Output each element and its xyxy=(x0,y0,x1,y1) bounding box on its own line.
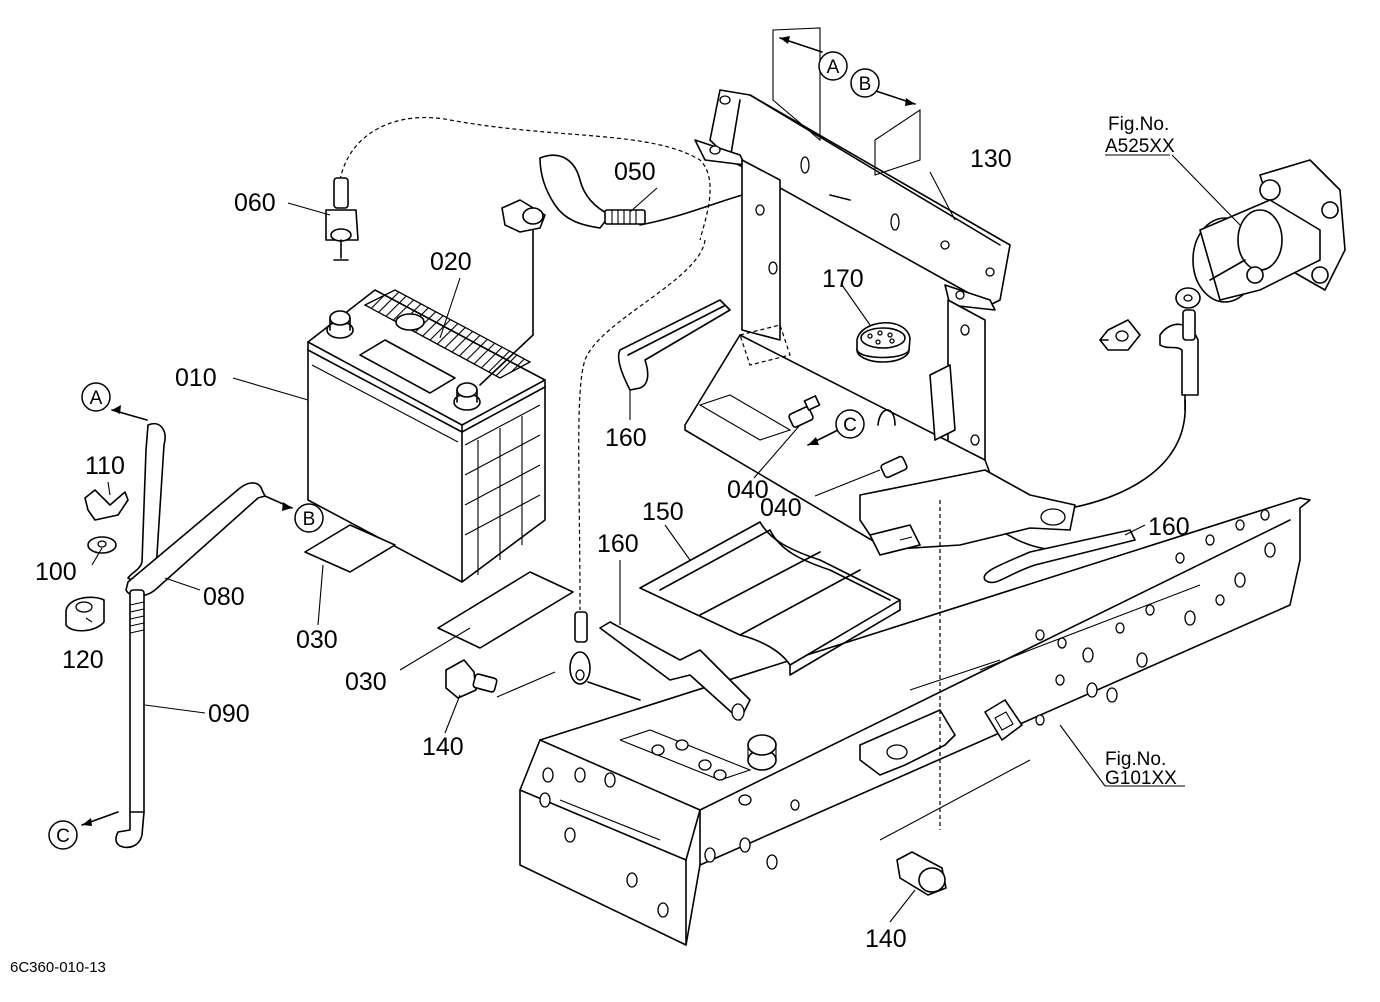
battery xyxy=(307,289,546,583)
bolt-040-lower xyxy=(880,455,908,479)
ref-circle-a-top: A xyxy=(818,51,848,81)
part-labels: 060 010 020 030 030 050 130 170 160 040 … xyxy=(35,145,1190,953)
reference-arrows xyxy=(81,27,921,826)
grommet-strips xyxy=(599,299,1136,721)
label-140-lower: 140 xyxy=(865,925,907,953)
chassis-frame xyxy=(519,497,1311,946)
svg-text:B: B xyxy=(303,509,316,530)
label-110: 110 xyxy=(85,452,125,480)
frame-holes xyxy=(539,509,1276,918)
drawing-number: 6C360-010-13 xyxy=(10,959,106,976)
svg-text:Fig.No.: Fig.No. xyxy=(1108,114,1169,135)
label-120: 120 xyxy=(62,646,104,674)
label-100: 100 xyxy=(35,558,77,586)
label-160-upper: 160 xyxy=(605,424,647,452)
svg-text:G101XX: G101XX xyxy=(1105,768,1177,789)
ref-circle-c-mid: C xyxy=(835,409,865,439)
ref-circle-a-left: A xyxy=(81,382,111,412)
label-160-middle: 160 xyxy=(597,530,639,558)
label-170: 170 xyxy=(822,265,864,293)
label-080: 080 xyxy=(203,583,245,611)
battery-pad-upper xyxy=(304,524,396,573)
label-140-upper: 140 xyxy=(422,733,464,761)
svg-text:A525XX: A525XX xyxy=(1105,136,1175,157)
label-010: 010 xyxy=(175,364,217,392)
ref-circle-b-top: B xyxy=(850,68,880,98)
leader-lines xyxy=(85,154,1241,923)
label-050: 050 xyxy=(614,158,656,186)
battery-cables xyxy=(325,116,1186,701)
svg-text:B: B xyxy=(859,74,872,95)
fig-ref-a525xx: Fig.No. A525XX xyxy=(1105,114,1175,157)
label-130: 130 xyxy=(970,145,1012,173)
ref-circle-b-left: B xyxy=(294,503,324,533)
svg-text:Fig.No.: Fig.No. xyxy=(1105,749,1166,770)
ref-circle-c-left: C xyxy=(48,820,78,850)
svg-text:A: A xyxy=(827,57,840,78)
label-040-upper: 040 xyxy=(727,476,769,504)
bolt-040-upper xyxy=(788,395,821,428)
svg-text:C: C xyxy=(843,415,857,436)
label-060: 060 xyxy=(234,189,276,217)
fig-ref-g101xx: Fig.No. G101XX xyxy=(1105,749,1177,789)
hold-down-rods xyxy=(65,423,266,849)
label-030-lower: 030 xyxy=(345,668,387,696)
label-090: 090 xyxy=(208,700,250,728)
rubber-cap xyxy=(856,322,911,363)
bolt-140-lower xyxy=(896,851,947,896)
battery-bracket xyxy=(684,89,1076,830)
svg-text:C: C xyxy=(56,826,70,847)
svg-text:A: A xyxy=(90,388,103,409)
starter-terminal-parts xyxy=(1099,287,1201,411)
battery-pad-lower xyxy=(437,571,574,649)
label-030-upper: 030 xyxy=(296,626,338,654)
label-150: 150 xyxy=(642,498,684,526)
starter-motor xyxy=(1192,159,1346,303)
label-040-lower: 040 xyxy=(760,494,802,522)
bolt-140-upper xyxy=(445,659,498,699)
battery-cover xyxy=(639,521,901,676)
label-160-right: 160 xyxy=(1148,513,1190,541)
label-020: 020 xyxy=(430,248,472,276)
